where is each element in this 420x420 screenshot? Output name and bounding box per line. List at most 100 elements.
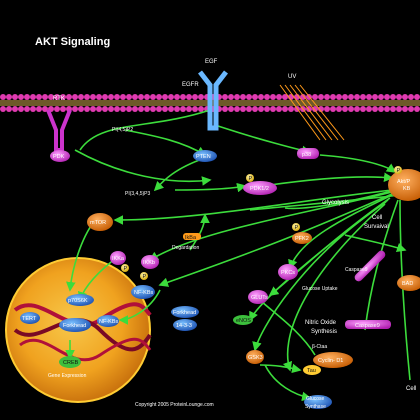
pdk12-label: PDK1/2 [250, 186, 269, 192]
membrane-lipid-head [96, 106, 102, 112]
1433-label: 14-3-3 [176, 323, 192, 329]
membrane-lipid-head [246, 106, 252, 112]
membrane-lipid-head [84, 106, 90, 112]
membrane-lipid-head [228, 106, 234, 112]
membrane-lipid-head [78, 94, 84, 100]
tert-node [20, 312, 40, 324]
svg-text:P: P [295, 225, 299, 231]
membrane-lipid-head [162, 94, 168, 100]
membrane-lipid-head [360, 94, 366, 100]
phospho-icon [394, 166, 402, 174]
membrane-lipid-head [78, 106, 84, 112]
svg-text:P: P [143, 274, 147, 280]
membrane-lipid-head [18, 94, 24, 100]
caspase9-label: Caspase9 [345, 267, 368, 273]
glucose-synthase-label: Glucose [306, 396, 325, 402]
pdk12-node [243, 181, 277, 195]
creb-label: CREB [63, 360, 79, 366]
glycolysis-label: Glycolysis [322, 200, 349, 206]
membrane-lipid-head [384, 94, 390, 100]
svg-text:P: P [397, 168, 401, 174]
gene-expression-label: Gene Expression [48, 373, 87, 379]
membrane-lipid-head [36, 106, 42, 112]
akt-label: Akt/P [397, 179, 410, 185]
forkhead-nuclear-node [59, 318, 91, 332]
membrane-lipid-head [186, 94, 192, 100]
membrane-lipid-head [108, 106, 114, 112]
membrane-lipid-head [174, 106, 180, 112]
membrane-lipid-head [372, 106, 378, 112]
p70s6k-label: p70S6K [68, 298, 88, 304]
membrane-lipid-head [408, 94, 414, 100]
membrane-lipid-head [408, 106, 414, 112]
membrane-lipid-head [36, 94, 42, 100]
membrane-lipid-head [90, 106, 96, 112]
forkhead-label: Forkhead [173, 310, 196, 316]
membrane-lipid-head [198, 106, 204, 112]
membrane-lipid-head [378, 106, 384, 112]
svg-text:KB: KB [403, 186, 411, 192]
rtk-receptor-icon [46, 109, 72, 152]
membrane-lipid-head [162, 106, 168, 112]
membrane-lipid-head [258, 94, 264, 100]
membrane-lipid-head [264, 94, 270, 100]
membrane-lipid-head [252, 94, 258, 100]
membrane-lipid-head [402, 94, 408, 100]
membrane-lipid-head [246, 94, 252, 100]
enos-label: eNOS [236, 318, 251, 324]
nfkb-nuclear-label: NF-KBs [99, 319, 119, 325]
membrane-lipid-head [6, 106, 12, 112]
membrane-lipid-head [120, 106, 126, 112]
pip2-label: PI(4,5)P2 [112, 127, 133, 133]
membrane-lipid-head [390, 106, 396, 112]
membrane-lipid-head [228, 94, 234, 100]
membrane-lipid-head [348, 106, 354, 112]
membrane-lipid-head [240, 94, 246, 100]
beta-catenin-label: β-Ctaa [312, 344, 327, 350]
mtor-label: mTOR [90, 220, 106, 226]
membrane-lipid-head [48, 94, 54, 100]
membrane-lipid-head [240, 106, 246, 112]
svg-text:Survaival: Survaival [364, 224, 389, 230]
membrane-lipid-head [330, 106, 336, 112]
cyclin-d1-label: Cyclin- D1 [318, 358, 343, 364]
egfr-receptor-icon [198, 70, 228, 131]
cell-right-label: Cell [406, 386, 416, 392]
membrane-lipid-head [126, 94, 132, 100]
bad-node [397, 275, 420, 291]
forkhead-node [171, 306, 199, 318]
bad-label: BAD [402, 281, 413, 287]
membrane-lipid-head [54, 106, 60, 112]
membrane-lipid-head [384, 106, 390, 112]
membrane-lipid-head [276, 94, 282, 100]
cell-survival-label: Cell [372, 215, 382, 221]
membrane-lipid-head [342, 106, 348, 112]
enos-node [233, 315, 253, 325]
membrane-lipid-head [318, 94, 324, 100]
ikkb-label: IKKb [143, 260, 155, 266]
membrane-lipid-head [222, 106, 228, 112]
membrane-lipid-head [396, 94, 402, 100]
membrane-lipid-head [42, 106, 48, 112]
nfkb-label: NF-KBs [134, 290, 154, 296]
membrane-lipid-head [144, 106, 150, 112]
membrane-lipid-head [180, 94, 186, 100]
pfk2-node [292, 232, 312, 244]
pfk2-label: PFK2 [295, 236, 309, 242]
degradation-label: Degardation [172, 245, 199, 251]
gsk3-label: GSK3 [248, 355, 263, 361]
membrane-lipid-head [318, 106, 324, 112]
membrane-lipid-head [342, 94, 348, 100]
membrane-lipid-head [96, 94, 102, 100]
glucose-uptake-label: Glucose Uptake [302, 286, 338, 292]
pkcs-label: PKCs [281, 270, 295, 276]
caspase9-node [354, 250, 386, 282]
p38-node [297, 148, 319, 159]
membrane-lipid-head [132, 94, 138, 100]
membrane-lipid-head [336, 94, 342, 100]
phospho-icon [140, 272, 148, 280]
membrane-lipid-head [168, 106, 174, 112]
membrane-lipid-head [18, 106, 24, 112]
